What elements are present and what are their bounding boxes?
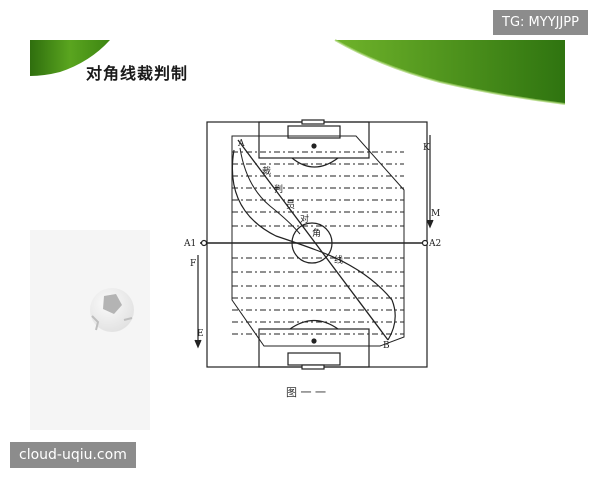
slide-title: 对角线裁判制 [86,64,189,83]
soccer-ball-icon [90,288,134,332]
label-f: F [190,259,196,269]
bottom-penalty-area [258,328,370,368]
watermark-top: TG: MYYJJPP [493,10,588,35]
top-left-banner [30,40,110,76]
path-label-2: 判 [274,183,283,195]
path-label-1: 裁 [262,165,271,177]
pitch-diagram [194,119,434,370]
path-label-6: 线 [334,254,343,266]
referee-zone-outline [231,135,405,347]
label-e: E [197,329,204,339]
label-k: K [423,143,430,153]
top-goal-area [287,125,341,139]
path-label-3: 员 [286,200,295,211]
watermark-bottom: cloud-uqiu.com [10,442,136,468]
diagram-caption: 图 一 一 [286,386,326,399]
diagonal-line [237,139,389,341]
center-circle [291,222,333,264]
bottom-goal-area [287,352,341,366]
label-a2: A2 [428,239,441,249]
top-penalty-area [258,121,370,159]
label-a1: A1 [183,239,196,249]
referee-path-curve [231,149,396,341]
label-a: A [237,139,245,149]
path-label-4: 对 [300,213,309,225]
a1-marker [200,239,208,247]
label-m: M [431,209,440,219]
a2-marker [421,239,429,247]
path-label-5: 角 [312,227,321,239]
label-b: B [383,341,390,351]
top-right-banner [335,40,565,104]
